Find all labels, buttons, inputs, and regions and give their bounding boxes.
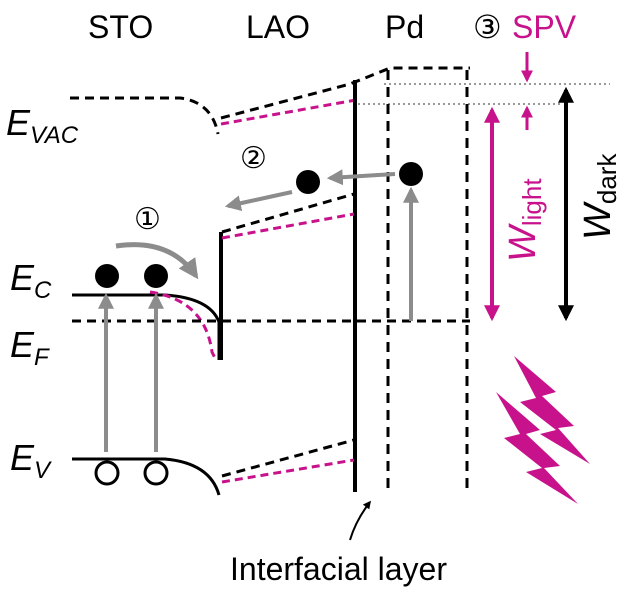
level-label-ef: EF bbox=[10, 324, 50, 371]
layer-label-sto: STO bbox=[88, 9, 153, 45]
lao-valence-band-light bbox=[221, 458, 355, 484]
w-light-label: Wlight bbox=[502, 178, 547, 262]
step-one-marker: ① bbox=[134, 203, 161, 236]
lao-conduction-band-light bbox=[221, 212, 355, 240]
transfer-arrow-pd-to-lao bbox=[326, 169, 396, 186]
spv-label: SPV bbox=[512, 9, 577, 45]
vacuum-level-sto bbox=[70, 96, 220, 135]
light-illumination-icon bbox=[496, 356, 590, 504]
electron-sto-1 bbox=[95, 264, 119, 288]
level-label-evac: EVAC bbox=[6, 102, 79, 149]
vacuum-level-light bbox=[220, 98, 357, 126]
interfacial-layer-label: Interfacial layer bbox=[230, 551, 447, 587]
transfer-arrow-lao bbox=[224, 190, 293, 212]
layer-label-lao: LAO bbox=[246, 9, 310, 45]
w-dark-label: Wdark bbox=[577, 153, 622, 240]
electron-sto-2 bbox=[144, 264, 168, 288]
hole-sto-1 bbox=[94, 460, 120, 486]
layer-label-pd: Pd bbox=[385, 9, 424, 45]
sto-valence-band bbox=[72, 457, 221, 496]
vacuum-level-lao bbox=[220, 66, 470, 120]
electron-pd bbox=[399, 162, 423, 186]
lao-conduction-band bbox=[221, 192, 355, 234]
sto-conduction-band-light bbox=[149, 290, 218, 361]
hole-sto-2 bbox=[143, 460, 169, 486]
sto-conduction-band bbox=[72, 293, 221, 360]
interfacial-pointer-arrow bbox=[349, 500, 371, 541]
level-label-ec: EC bbox=[10, 257, 52, 304]
electron-lao bbox=[296, 170, 320, 194]
curved-arrow-step-one bbox=[115, 242, 199, 280]
lao-valence-band bbox=[221, 438, 355, 478]
level-label-ev: EV bbox=[10, 437, 52, 484]
step-two-marker: ② bbox=[240, 142, 267, 175]
step-three-marker: ③ bbox=[473, 9, 502, 45]
